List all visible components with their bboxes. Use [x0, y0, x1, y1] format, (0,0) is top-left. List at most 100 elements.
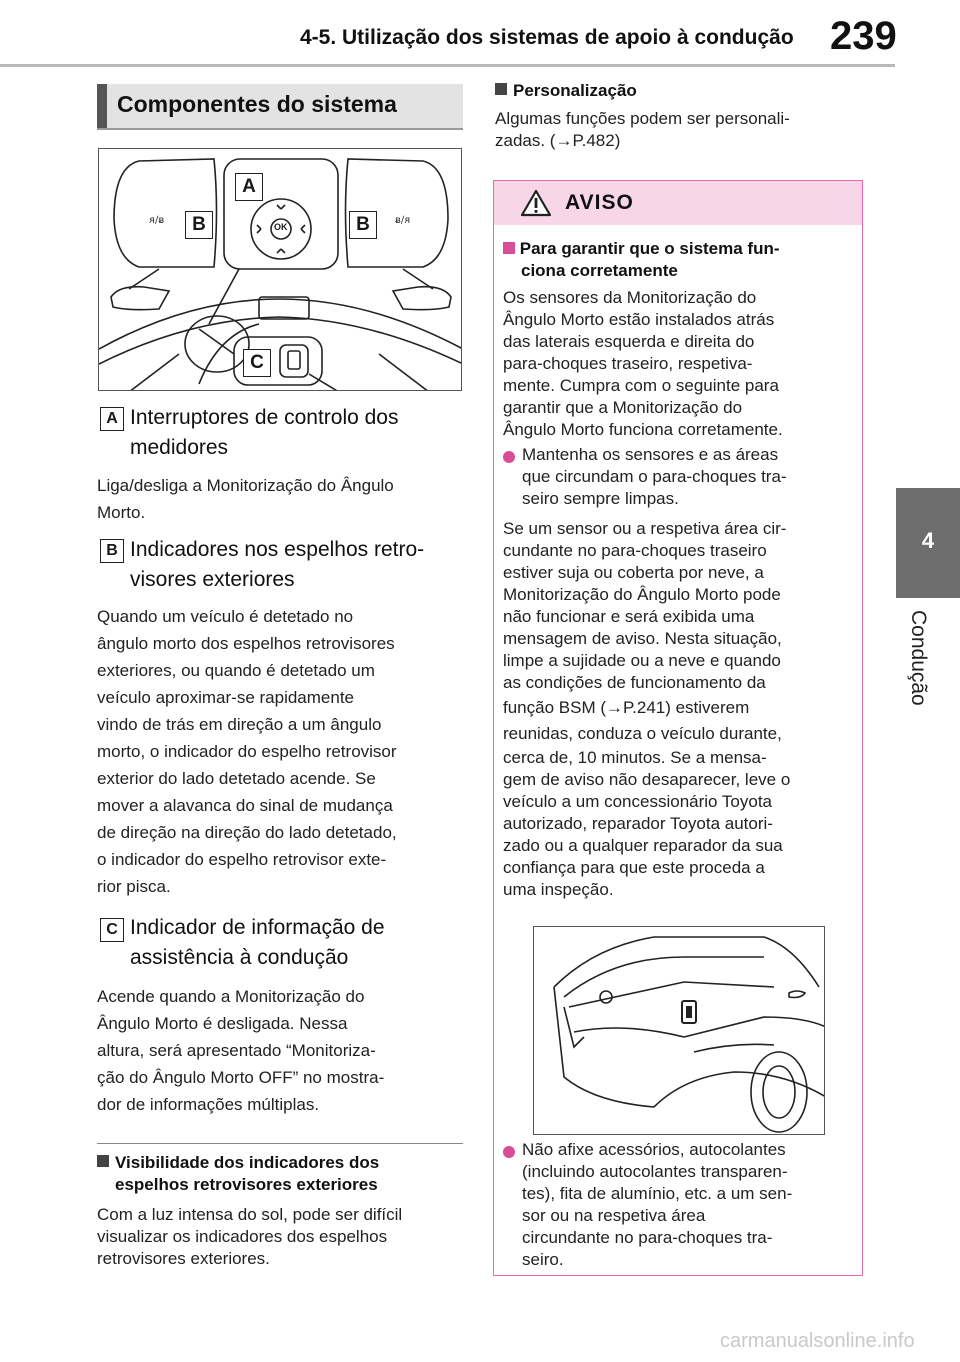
body-line: veículo a um concessionário Toyota [503, 792, 773, 811]
body-line: vindo de trás em direção a um ângulo [97, 715, 382, 734]
body-line: Morto. [97, 503, 146, 522]
item-b-title-line: visores exteriores [130, 568, 295, 591]
body-line: Mantenha os sensores e as áreas [522, 445, 779, 464]
body-line: seiro. [522, 1250, 564, 1269]
body-line: autorizado, reparador Toyota autori- [503, 814, 773, 833]
body-line: Liga/desliga a Monitorização do Ângulo [97, 476, 394, 495]
personalization-body: Algumas funções podem ser personali- zad… [495, 108, 790, 152]
warning-box [493, 180, 863, 1276]
item-c-title-line: Indicador de informação de [130, 916, 385, 939]
heading-line: Visibilidade dos indicadores dos [115, 1153, 380, 1172]
section-underline [97, 128, 463, 130]
chapter-label-text: Condução [907, 610, 930, 706]
body-line: Com a luz intensa do sol, pode ser difíc… [97, 1205, 403, 1224]
body-line: exterior do lado detetado acende. Se [97, 769, 376, 788]
body-line: altura, será apresentado “Monitoriza- [97, 1041, 376, 1060]
body-line: tes), fita de alumínio, etc. a um sen- [522, 1184, 793, 1203]
heading-line: ciona corretamente [521, 261, 678, 280]
visibility-body: Com a luz intensa do sol, pode ser difíc… [97, 1204, 402, 1270]
body-line: cundante no para-choques traseiro [503, 541, 767, 560]
item-a-tag: A [100, 407, 124, 431]
header-title: 4-5. Utilização dos sistemas de apoio à … [300, 26, 794, 49]
warning-title: AVISO [565, 191, 634, 214]
body-line: mensagem de aviso. Nesta situação, [503, 629, 782, 648]
body-line: limpe a sujidade ou a neve e quando [503, 651, 781, 670]
ok-button-label: OK [274, 222, 288, 232]
heading-line: Para garantir que o sistema fun- [519, 239, 780, 258]
system-components-illustration: ᴙ∕ᴃ ᴃ∕ᴙ A B B C OK [98, 148, 462, 391]
body-line: (incluindo autocolantes transparen- [522, 1162, 788, 1181]
square-bullet-icon [495, 83, 507, 95]
warning-bullet-1: Mantenha os sensores e as áreas que circ… [522, 444, 787, 510]
body-line: Ângulo Morto é desligada. Nessa [97, 1014, 348, 1033]
item-c-tag: C [100, 918, 124, 942]
body-line: dor de informações múltiplas. [97, 1095, 320, 1114]
section-divider [97, 1143, 463, 1144]
square-bullet-icon [97, 1155, 109, 1167]
body-line: de direção na direção do lado detetado, [97, 823, 397, 842]
pink-dot-bullet-icon [503, 450, 515, 468]
warning-triangle-icon [520, 189, 552, 217]
item-b-title: Indicadores nos espelhos retro- visores … [130, 535, 424, 595]
body-line: não funcionar e será exibida uma [503, 607, 755, 626]
item-c-title: Indicador de informação de assistência à… [130, 913, 385, 973]
chapter-number: 4 [921, 528, 935, 553]
body-line: das laterais esquerda e direita do [503, 332, 755, 351]
body-line: veículo aproximar-se rapidamente [97, 688, 355, 707]
item-a-title: Interruptores de controlo dos medidores [130, 403, 399, 463]
body-line: cerca de, 10 minutos. Se a mensa- [503, 748, 767, 767]
heading-line: espelhos retrovisores exteriores [115, 1175, 378, 1194]
section-heading: Componentes do sistema [97, 84, 463, 128]
body-line: Quando um veículo é detetado no [97, 607, 354, 626]
header-rule [0, 64, 895, 67]
body-line: circundante no para-choques tra- [522, 1228, 773, 1247]
item-a-title-line: Interruptores de controlo dos [130, 406, 399, 429]
watermark: carmanualsonline.info [720, 1330, 915, 1352]
body-line: uma inspeção. [503, 880, 614, 899]
body-line: Ângulo Morto funciona corretamente. [503, 420, 783, 439]
item-a-body: Liga/desliga a Monitorização do Ângulo M… [97, 472, 394, 526]
body-line: retrovisores exteriores. [97, 1249, 270, 1268]
body-line: mover a alavanca do sinal de mudança [97, 796, 393, 815]
body-line: reunidas, conduza o veículo durante, [503, 724, 782, 743]
body-line: Algumas funções podem ser personali- [495, 109, 790, 128]
visibility-heading: Visibilidade dos indicadores dos espelho… [97, 1152, 467, 1196]
personalization-heading: Personalização [495, 80, 637, 102]
warning-header [494, 181, 862, 225]
body-line: que circundam o para-choques tra- [522, 467, 787, 486]
body-line: Os sensores da Monitorização do [503, 288, 757, 307]
body-line: visualizar os indicadores dos espelhos [97, 1227, 388, 1246]
item-b-body: Quando um veículo é detetado no ângulo m… [97, 603, 397, 900]
label-b-right: B [349, 211, 377, 239]
body-line: Não afixe acessórios, autocolantes [522, 1140, 786, 1159]
body-line: ângulo morto dos espelhos retrovisores [97, 634, 395, 653]
body-line: Monitorização do Ângulo Morto pode [503, 585, 781, 604]
page-number: 239 [830, 14, 897, 58]
pink-square-bullet-icon [503, 242, 515, 254]
body-line: Ângulo Morto estão instalados atrás [503, 310, 775, 329]
body-line: mente. Cumpra com o seguinte para [503, 376, 779, 395]
body-line: sor ou na respetiva área [522, 1206, 706, 1225]
body-line: Se um sensor ou a respetiva área cir- [503, 519, 787, 538]
body-line: gem de aviso não desaparecer, leve o [503, 770, 791, 789]
label-b-left: B [185, 211, 213, 239]
chapter-label: Condução [906, 610, 946, 720]
warning-bullet-2: Não afixe acessórios, autocolantes (incl… [522, 1139, 792, 1271]
svg-text:ᴙ∕ᴃ: ᴙ∕ᴃ [149, 215, 164, 226]
body-line: estiver suja ou coberta por neve, a [503, 563, 764, 582]
warning-subheading: Para garantir que o sistema fun- ciona c… [503, 238, 780, 282]
item-b-tag: B [100, 539, 124, 563]
body-line: morto, o indicador do espelho retrovisor [97, 742, 397, 761]
label-c: C [243, 349, 271, 377]
label-a: A [235, 173, 263, 201]
warning-paragraph: Se um sensor ou a respetiva área cir- cu… [503, 518, 790, 901]
body-line: o indicador do espelho retrovisor exte- [97, 850, 387, 869]
item-c-body: Acende quando a Monitorização do Ângulo … [97, 983, 384, 1118]
heading-text: Personalização [513, 81, 637, 100]
warning-intro: Os sensores da Monitorização do Ângulo M… [503, 287, 783, 441]
chapter-tab [896, 488, 960, 598]
body-line: exteriores, ou quando é detetado um [97, 661, 375, 680]
svg-text:ᴃ∕ᴙ: ᴃ∕ᴙ [395, 215, 410, 226]
body-line: rior pisca. [97, 877, 171, 896]
item-b-title-line: Indicadores nos espelhos retro- [130, 538, 425, 561]
